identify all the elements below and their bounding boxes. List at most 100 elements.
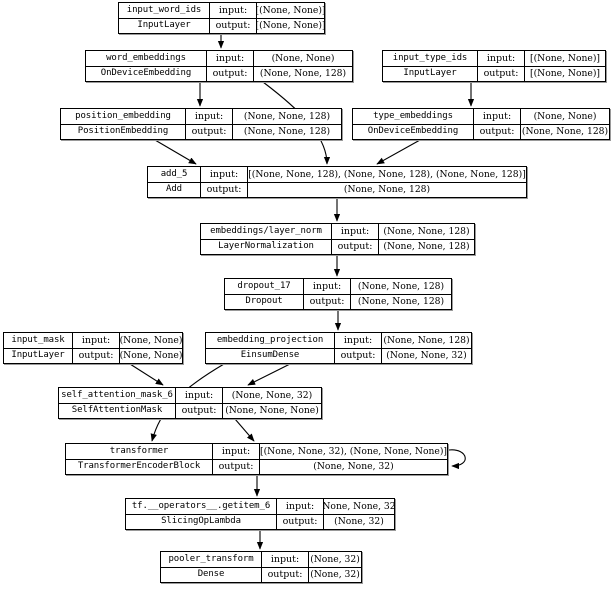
input-shape: (None, None, 32)	[231, 389, 313, 401]
node-self_attention_mask_6[interactable]: self_attention_mask_6 input: (None, None…	[58, 387, 322, 419]
output-shape: (None, None, 32)	[313, 461, 394, 473]
output-shape: [(None, None)]	[257, 20, 324, 32]
input-label: input:	[303, 279, 351, 294]
node-class: Dropout	[245, 296, 283, 307]
node-class: OnDeviceEmbedding	[100, 68, 192, 79]
node-type_embeddings[interactable]: type_embeddings input: (None, None) OnDe…	[352, 108, 610, 140]
input-shape: (None, None, 32)	[324, 500, 394, 512]
input-label: input:	[185, 109, 233, 124]
output-shape: (None, None, 32)	[386, 350, 467, 362]
node-dropout_17[interactable]: dropout_17 input: (None, None, 128) Drop…	[224, 278, 452, 310]
node-title: position_embedding	[75, 110, 171, 121]
edge-input_mask-self_attention_mask_6	[129, 363, 164, 386]
node-class: Dense	[197, 569, 225, 580]
node-getitem_6[interactable]: tf.__operators__.getitem_6 input: (None,…	[125, 498, 395, 530]
node-title: tf.__operators__.getitem_6	[131, 500, 271, 511]
input-shape: [(None, None, 32), (None, None, None)]	[260, 445, 447, 457]
node-class: EinsumDense	[240, 350, 300, 361]
output-shape: (None, None, 128)	[383, 241, 470, 253]
node-class: InputLayer	[403, 68, 457, 79]
input-shape: (None, 32)	[310, 553, 360, 565]
output-label: output:	[212, 459, 260, 474]
node-add_5[interactable]: add_5 input: [(None, None, 128), (None, …	[147, 166, 527, 198]
output-label: output:	[175, 403, 223, 418]
node-input_type_ids[interactable]: input_type_ids input: [(None, None)] Inp…	[382, 50, 606, 82]
input-label: input:	[473, 109, 521, 124]
output-label: output:	[261, 567, 309, 582]
node-embedding_projection[interactable]: embedding_projection input: (None, None,…	[205, 332, 472, 364]
output-label: output:	[303, 294, 351, 309]
node-title: self_attention_mask_6	[61, 389, 173, 400]
output-shape: (None, 32)	[334, 516, 384, 528]
output-shape: [(None, None)]	[529, 68, 601, 80]
input-label: input:	[261, 552, 309, 567]
input-shape: (None, None)	[533, 110, 597, 122]
node-title: input_word_ids	[126, 4, 202, 15]
output-label: output:	[334, 348, 382, 363]
node-pooler_transform[interactable]: pooler_transform input: (None, 32) Dense…	[160, 551, 362, 583]
output-label: output:	[276, 514, 324, 529]
input-label: input:	[331, 224, 379, 239]
output-label: output:	[209, 18, 257, 33]
node-class: InputLayer	[11, 350, 65, 361]
input-label: input:	[175, 388, 223, 403]
input-label: input:	[334, 333, 382, 348]
node-input_mask[interactable]: input_mask input: [(None, None)] InputLa…	[3, 332, 183, 364]
node-class: SelfAttentionMask	[71, 405, 163, 416]
output-label: output:	[200, 182, 248, 197]
input-label: input:	[72, 333, 120, 348]
node-class: TransformerEncoderBlock	[77, 461, 201, 472]
input-label: input:	[212, 444, 260, 459]
output-shape: (None, None, 128)	[521, 126, 609, 138]
input-shape: (None, None, 128)	[243, 110, 331, 122]
input-label: input:	[206, 51, 254, 66]
node-class: PositionEmbedding	[77, 126, 169, 137]
input-shape: [(None, None)]	[257, 4, 324, 16]
output-shape: [(None, None)]	[120, 350, 182, 362]
output-label: output:	[331, 239, 379, 254]
node-title: word_embeddings	[106, 52, 186, 63]
node-class: SlicingOpLambda	[161, 516, 241, 527]
node-class: InputLayer	[137, 20, 191, 31]
node-class: Add	[166, 184, 182, 195]
input-shape: (None, None, 128)	[357, 280, 445, 292]
input-shape: [(None, None, 128), (None, None, 128), (…	[248, 168, 526, 180]
input-label: input:	[209, 3, 257, 18]
node-transformer[interactable]: transformer input: [(None, None, 32), (N…	[65, 443, 448, 475]
input-shape: (None, None, 128)	[383, 334, 470, 346]
node-title: embeddings/layer_norm	[210, 225, 322, 236]
node-class: OnDeviceEmbedding	[367, 126, 459, 137]
edge-type_embeddings-add_5	[376, 139, 421, 165]
node-title: input_mask	[11, 334, 65, 345]
edge-position_embedding-add_5	[154, 139, 197, 165]
node-title: add_5	[160, 168, 188, 179]
edge-transformer-self-loop	[448, 449, 466, 470]
node-word_embeddings[interactable]: word_embeddings input: (None, None) OnDe…	[85, 50, 353, 82]
node-title: dropout_17	[237, 280, 291, 291]
node-title: input_type_ids	[392, 52, 468, 63]
node-title: type_embeddings	[373, 110, 453, 121]
node-title: transformer	[109, 445, 169, 456]
node-embeddings_layer_norm[interactable]: embeddings/layer_norm input: (None, None…	[200, 223, 475, 255]
output-label: output:	[477, 66, 525, 81]
output-shape: (None, None, 128)	[243, 126, 331, 138]
node-input_word_ids[interactable]: input_word_ids input: [(None, None)] Inp…	[118, 2, 325, 34]
output-label: output:	[206, 66, 254, 81]
input-label: input:	[200, 167, 248, 182]
node-title: embedding_projection	[216, 334, 324, 345]
edge-self_attention_mask_6-transformer	[234, 418, 255, 442]
node-position_embedding[interactable]: position_embedding input: (None, None, 1…	[60, 108, 342, 140]
output-label: output:	[185, 124, 233, 139]
node-title: pooler_transform	[168, 553, 254, 564]
output-shape: (None, None, 128)	[357, 296, 445, 308]
input-label: input:	[477, 51, 525, 66]
output-shape: (None, None, 128)	[259, 68, 347, 80]
output-label: output:	[473, 124, 521, 139]
input-label: input:	[276, 499, 324, 514]
input-shape: (None, None)	[271, 52, 335, 64]
input-shape: (None, None, 128)	[383, 225, 470, 237]
output-label: output:	[72, 348, 120, 363]
input-shape: [(None, None)]	[120, 334, 182, 346]
edge-embedding_projection-self_attention_mask_6	[247, 363, 291, 386]
